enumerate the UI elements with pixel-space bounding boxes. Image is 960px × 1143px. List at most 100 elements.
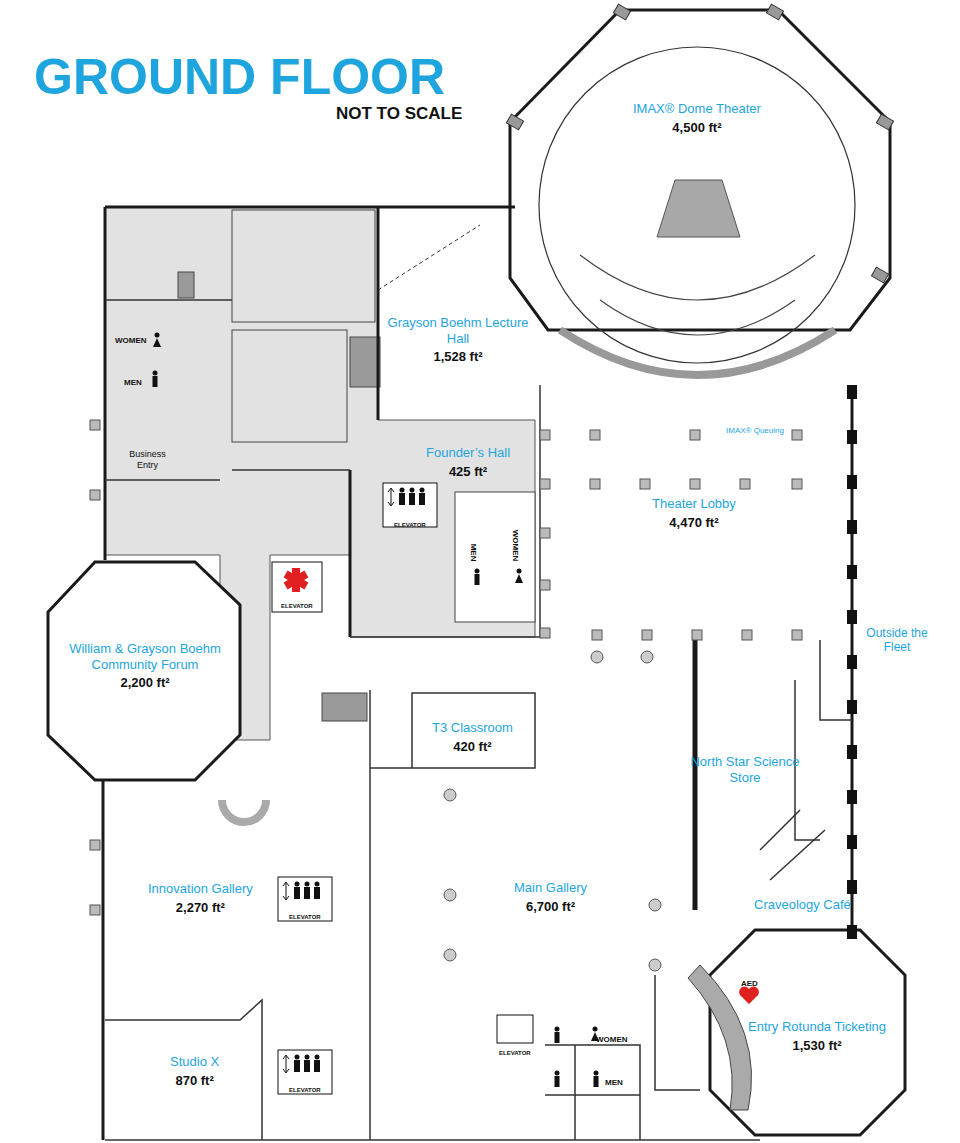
outer-wall: [377, 207, 380, 420]
outer-wall: [349, 470, 352, 637]
accessible-elevator-icon: [497, 1015, 533, 1043]
column: [642, 630, 652, 640]
column: [540, 580, 550, 590]
room-area: 2,200 ft²: [55, 675, 235, 691]
stair-curve: [222, 800, 266, 822]
room-label: IMAX® Dome Theater4,500 ft²: [633, 101, 761, 135]
window-pier: [847, 610, 857, 624]
map-label-text: MEN: [469, 544, 479, 562]
column: [692, 630, 702, 640]
room-label: T3 Classroom420 ft²: [432, 720, 513, 754]
map-label: ELEVATOR: [289, 904, 321, 923]
room-label: Innovation Gallery 2,270 ft²: [148, 881, 253, 915]
women-icon: [153, 333, 161, 348]
dome-pier: [506, 114, 523, 130]
map-label: ELEVATOR: [289, 1077, 321, 1096]
inner-wall: [105, 1000, 262, 1140]
room-name: North Star Science Store: [685, 754, 805, 785]
inner-wall: [655, 975, 700, 1090]
column: [640, 479, 650, 489]
room-block: [178, 272, 194, 298]
room-area: 1,530 ft²: [748, 1038, 886, 1054]
map-label: IMAX® Queuing: [726, 418, 784, 437]
column: [590, 430, 600, 440]
room-name: Founder’s Hall: [426, 445, 510, 461]
room-label: Founder’s Hall425 ft²: [426, 445, 510, 479]
inner-wall: [232, 469, 350, 471]
map-label-text: Business Entry: [120, 449, 175, 471]
men-icon: [153, 371, 158, 388]
round-column: [641, 651, 653, 663]
column: [742, 630, 752, 640]
dome-pier: [766, 4, 783, 20]
round-column: [649, 959, 661, 971]
star-of-life: [284, 571, 309, 590]
room-block: [350, 337, 380, 387]
column: [540, 430, 550, 440]
room-area: 2,270 ft²: [148, 900, 253, 916]
inner-wall: [370, 693, 535, 768]
men-icon: [475, 569, 480, 586]
inner-wall: [369, 690, 371, 1140]
round-column: [444, 889, 456, 901]
map-label-text: WOMEN: [511, 530, 521, 562]
map-label-text: AED: [741, 979, 758, 989]
map-label-text: ELEVATOR: [289, 914, 321, 921]
map-label: ELEVATOR: [499, 1040, 531, 1059]
aed-heart: [739, 987, 759, 1004]
inner-wall: [350, 636, 550, 638]
men-icon: [555, 1027, 560, 1044]
column: [90, 420, 100, 430]
inner-wall: [545, 1094, 640, 1096]
window-pier: [847, 475, 857, 489]
women-icon: [515, 569, 523, 584]
outer-wall: [105, 206, 515, 209]
room-label: William & Grayson Boehm Community Forum 2…: [55, 641, 235, 691]
room-label: Grayson Boehm Lecture Hall 1,528 ft²: [383, 315, 533, 365]
dome-screen: [657, 180, 740, 237]
map-label-text: ELEVATOR: [289, 1087, 321, 1094]
column: [90, 905, 100, 915]
inner-wall: [105, 1139, 760, 1141]
room-name: T3 Classroom: [432, 720, 513, 736]
room-block: [232, 210, 375, 322]
column: [792, 479, 802, 489]
seating-row: [600, 300, 795, 335]
column: [590, 479, 600, 489]
round-column: [444, 789, 456, 801]
room-area: 870 ft²: [170, 1073, 219, 1089]
map-label: WOMEN: [115, 328, 147, 347]
window-pier: [847, 790, 857, 804]
window-pier: [847, 430, 857, 444]
room-name: William & Grayson Boehm Community Forum: [55, 641, 235, 672]
map-label: Outside the Fleet: [859, 626, 935, 656]
window-pier: [847, 385, 857, 399]
room-name: Innovation Gallery: [148, 881, 253, 897]
window-pier: [847, 520, 857, 534]
column: [740, 479, 750, 489]
elevator-icon: [278, 1050, 332, 1094]
room-label: Entry Rotunda Ticketing1,530 ft²: [748, 1019, 886, 1053]
emergency-elevator-box: [272, 562, 322, 612]
seating-row: [560, 330, 835, 375]
inner-wall: [105, 479, 220, 481]
map-label: MEN: [124, 370, 142, 389]
map-label: Business Entry: [120, 449, 175, 472]
inner-wall: [574, 1045, 576, 1140]
room-name: Grayson Boehm Lecture Hall: [383, 315, 533, 346]
dome-pier: [876, 114, 893, 130]
room-name: Craveology Café: [754, 897, 851, 913]
column: [90, 840, 100, 850]
column: [540, 528, 550, 538]
room-area: 1,528 ft²: [383, 349, 533, 365]
map-label: ELEVATOR: [394, 512, 426, 531]
room-block: [455, 492, 535, 622]
map-label: NOT TO SCALE: [336, 104, 462, 124]
room-label: Theater Lobby4,470 ft²: [652, 496, 736, 530]
map-label: WOMEN: [509, 530, 528, 562]
map-label-text: Outside the Fleet: [859, 626, 935, 655]
map-label-text: ELEVATOR: [394, 522, 426, 529]
room-name: IMAX® Dome Theater: [633, 101, 761, 117]
room-name: Studio X: [170, 1054, 219, 1070]
